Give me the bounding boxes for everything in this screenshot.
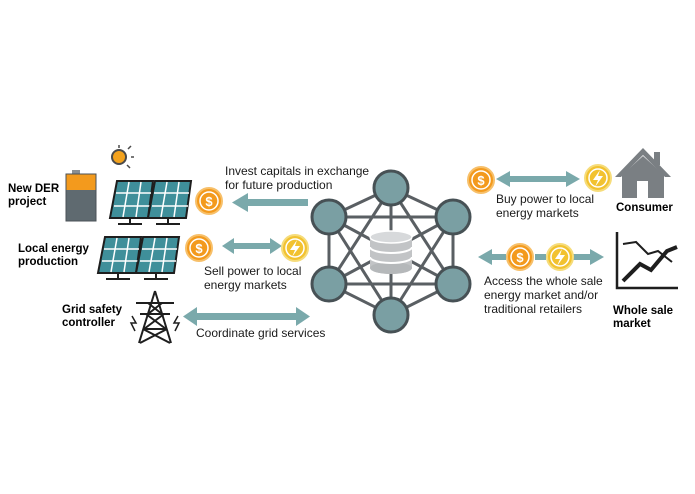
consumer-label: Consumer [616, 202, 673, 214]
stock-chart-icon [615, 232, 678, 290]
sun-icon [111, 145, 134, 169]
house-icon [615, 148, 671, 198]
lightning-coin-icon [281, 234, 309, 262]
solar-panel-icon [108, 180, 155, 225]
dollar-coin-icon: $ [506, 243, 534, 271]
network-node [372, 169, 410, 207]
battery-icon [65, 170, 97, 222]
sell-arrow [222, 238, 282, 254]
grid-safety-controller-label: Grid safety controller [62, 304, 123, 329]
dollar-coin-icon: $ [185, 234, 213, 262]
new-der-project-label: New DER project [8, 183, 60, 208]
buy-arrow [496, 171, 580, 187]
invest-arrow [232, 193, 308, 212]
access-arrow [478, 249, 604, 265]
network-node [310, 198, 348, 236]
access-wholesale-label: Access the whole sale energy market and/… [484, 274, 603, 316]
local-energy-production-label: Local energy production [18, 243, 89, 268]
coordinate-grid-services-label: Coordinate grid services [196, 326, 326, 340]
lightning-coin-icon [584, 164, 612, 192]
network-node [434, 198, 472, 236]
power-pylon-icon [129, 290, 181, 344]
network-nodes [310, 169, 472, 334]
arrows [183, 171, 604, 326]
network-graph [310, 169, 472, 334]
database-icon [369, 230, 413, 274]
svg-text:$: $ [205, 194, 213, 209]
solar-panel-icon [96, 236, 143, 280]
buy-power-label: Buy power to local energy markets [496, 192, 595, 220]
dollar-coin-icon: $ [195, 187, 223, 215]
sell-power-label: Sell power to local energy markets [204, 264, 302, 292]
solar-panel-icon [134, 236, 181, 280]
dollar-coin-icon: $ [467, 166, 495, 194]
lightning-coin-icon [546, 243, 574, 271]
svg-text:$: $ [195, 241, 203, 256]
network-node [434, 265, 472, 303]
svg-text:$: $ [516, 250, 524, 265]
coins: $ $ $ $ [185, 164, 612, 271]
solar-panel-icon [146, 180, 193, 225]
svg-text:$: $ [477, 173, 485, 188]
wholesale-market-label: Whole sale market [613, 305, 674, 330]
network-node [310, 265, 348, 303]
network-node [372, 296, 410, 334]
coordinate-arrow [183, 307, 310, 326]
invest-capitals-label: Invest capitals in exchange for future p… [225, 164, 370, 192]
